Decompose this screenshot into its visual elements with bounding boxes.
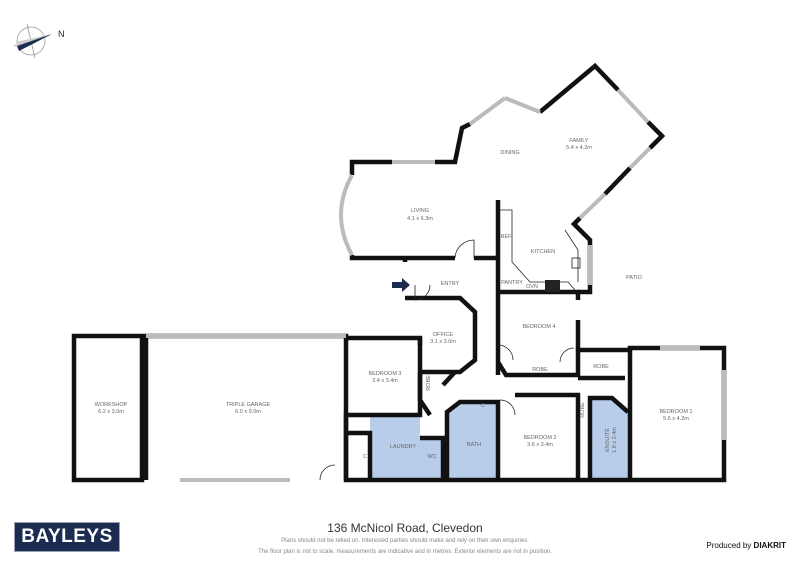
room-bedroom3-name: BEDROOM 3 xyxy=(368,371,401,377)
produced-by-label: Produced by xyxy=(706,541,752,550)
room-bedroom2-name: BEDROOM 2 xyxy=(523,435,556,441)
room-wc-name: WC xyxy=(427,454,436,460)
room-workshop-size: 6.2 x 3.0m xyxy=(98,409,124,415)
compass-north-label: N xyxy=(58,29,65,39)
kitchen-bench xyxy=(498,209,576,291)
room-laundry-name: LAUNDRY xyxy=(390,444,417,450)
room-workshop-name: WORKSHOP xyxy=(95,402,128,408)
room-garage-name: TRIPLE GARAGE xyxy=(226,402,271,408)
compass-icon: N xyxy=(13,23,65,59)
kitchen-island xyxy=(564,229,579,282)
disclaimer-line-1: Plans should not be relied on. Intereste… xyxy=(281,538,529,544)
room-living-size: 4.1 x 6.3m xyxy=(407,216,433,222)
entry-arrow-icon xyxy=(392,278,410,292)
disclaimer-line-2: The floor plan is not to scale, measurem… xyxy=(258,549,552,555)
room-bath-name: BATH xyxy=(467,442,481,448)
produced-by: Produced by DIAKRIT xyxy=(706,541,786,550)
room-ensuite-name: ENSUITE xyxy=(605,428,611,452)
footer: 136 McNicol Road, Clevedon Plans should … xyxy=(200,521,610,557)
room-ensuite-size: 1.8 x 2.4m xyxy=(612,427,618,453)
bath-area xyxy=(447,402,498,480)
cooktop-icon xyxy=(545,280,560,292)
room-pantry-name: PANTRY xyxy=(501,280,523,286)
room-office-size: 3.1 x 3.0m xyxy=(430,339,456,345)
room-robe4-name: ROBE xyxy=(580,402,586,418)
room-bedroom1-size: 5.6 x 4.2m xyxy=(663,416,689,422)
windows xyxy=(146,88,726,482)
room-ref-name: REF xyxy=(501,234,513,240)
room-family-name: FAMILY xyxy=(569,138,588,144)
room-robe2-name: ROBE xyxy=(593,364,609,370)
producer-logo: DIAKRIT xyxy=(753,541,786,550)
bayleys-logo: BAYLEYS xyxy=(14,522,120,552)
laundry-area xyxy=(370,415,420,480)
property-address: 136 McNicol Road, Clevedon xyxy=(327,521,483,535)
room-bedroom4-name: BEDROOM 4 xyxy=(522,324,555,330)
room-c2-name: C xyxy=(481,403,485,409)
room-entry-name: ENTRY xyxy=(441,281,460,287)
room-garage-size: 6.0 x 9.0m xyxy=(235,409,261,415)
room-bedroom3-size: 3.4 x 3.4m xyxy=(372,378,398,384)
room-kitchen-name: KITCHEN xyxy=(531,249,555,255)
wc-area xyxy=(420,438,443,480)
room-office-name: OFFICE xyxy=(433,332,453,338)
room-robe1-name: ROBE xyxy=(532,367,548,373)
room-bedroom1-name: BEDROOM 1 xyxy=(659,409,692,415)
sink-icon xyxy=(571,257,581,269)
room-dining-name: DINING xyxy=(500,150,519,156)
room-living-name: LIVING xyxy=(411,208,429,214)
ensuite-area xyxy=(590,398,630,480)
room-bedroom2-size: 3.6 x 3.4m xyxy=(527,442,553,448)
room-ovn-name: OVN xyxy=(526,284,538,290)
room-robe3-name: ROBE xyxy=(426,375,432,391)
room-patio-name: PATIO xyxy=(626,275,642,281)
room-c1-name: C xyxy=(363,454,367,460)
room-family-size: 5.4 x 4.2m xyxy=(566,145,592,151)
doors[interactable] xyxy=(319,239,575,481)
